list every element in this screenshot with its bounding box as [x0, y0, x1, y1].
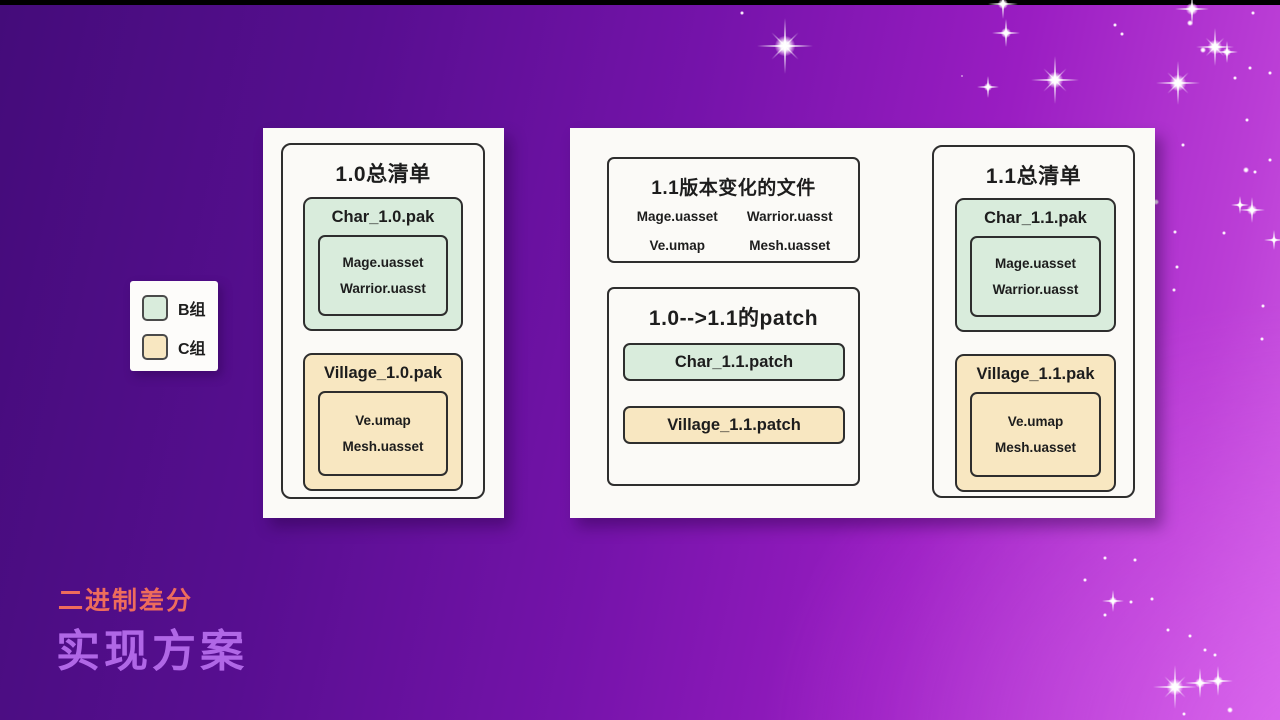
sparkle-star — [1202, 647, 1208, 653]
sparkle-star — [1261, 304, 1265, 308]
slide-title: 实现方案 — [56, 627, 248, 676]
slide-subtitle: 二进制差分 — [58, 587, 194, 615]
sparkle-star — [1239, 197, 1265, 223]
char-1-1-pak-box: Char_1.1.pak Mage.uasset Warrior.uasst — [955, 198, 1116, 332]
sparkle-star — [1188, 634, 1193, 639]
file-name: Mage.uasset — [342, 255, 424, 270]
file-name: Mesh.uasset — [749, 238, 831, 253]
sparkle-star — [1133, 558, 1137, 562]
file-name: Warrior.uasst — [992, 282, 1079, 297]
manifest-1-0-panel: 1.0总清单 Char_1.0.pak Mage.uasset Warrior.… — [263, 128, 504, 518]
file-name: Ve.umap — [355, 413, 411, 428]
sparkle-star — [1181, 143, 1185, 147]
sparkle-star — [977, 76, 999, 98]
sparkle-star — [1202, 665, 1234, 697]
village-1-1-pak-files: Ve.umap Mesh.uasset — [970, 392, 1101, 477]
char-patch-bar: Char_1.1.patch — [623, 343, 845, 381]
sparkle-star — [1268, 158, 1272, 162]
legend-row-group-b: B组 — [142, 295, 218, 321]
file-name: Warrior.uasst — [746, 209, 833, 224]
sparkle-star — [740, 11, 744, 15]
group-c-swatch — [142, 334, 168, 360]
file-name: Mesh.uasset — [342, 439, 424, 454]
letterbox-bar — [0, 0, 1280, 5]
patch-and-manifest-panel: 1.1版本变化的文件 Mage.uasset Warrior.uasst Ve.… — [570, 128, 1155, 518]
manifest-1-1-title: 1.1总清单 — [985, 165, 1082, 188]
sparkle-star — [1165, 627, 1171, 633]
sparkle-star — [960, 74, 964, 78]
sparkle-star — [1031, 56, 1079, 104]
sparkle-star — [1153, 665, 1197, 709]
file-name: Ve.umap — [1007, 414, 1064, 429]
legend-card: B组 C组 — [130, 281, 218, 371]
group-b-label: B组 — [178, 302, 206, 319]
sparkle-star — [1083, 578, 1087, 582]
village-1-0-pak-box: Village_1.0.pak Ve.umap Mesh.uasset — [303, 353, 463, 491]
sparkle-star — [1186, 19, 1194, 27]
village-1-0-pak-title: Village_1.0.pak — [323, 364, 443, 382]
sparkle-star — [1195, 27, 1235, 67]
char-1-0-pak-files: Mage.uasset Warrior.uasst — [318, 235, 448, 316]
sparkle-star — [1226, 706, 1234, 714]
changed-files-box: 1.1版本变化的文件 Mage.uasset Warrior.uasst Ve.… — [607, 157, 860, 263]
sparkle-star — [1245, 118, 1250, 123]
file-name: Mage.uasset — [636, 209, 718, 224]
char-1-0-pak-title: Char_1.0.pak — [331, 208, 435, 226]
file-name: Mesh.uasset — [994, 440, 1077, 455]
sparkle-star — [756, 17, 814, 75]
sparkle-star — [1102, 590, 1124, 612]
file-name: Warrior.uasst — [340, 281, 426, 296]
village-1-0-pak-files: Ve.umap Mesh.uasset — [318, 391, 448, 476]
char-1-1-pak-title: Char_1.1.pak — [984, 209, 1087, 227]
manifest-1-0-title: 1.0总清单 — [335, 163, 431, 186]
sparkle-star — [1231, 196, 1249, 214]
sparkle-star — [1103, 613, 1108, 618]
sparkle-star — [1150, 597, 1154, 601]
sparkle-star — [1222, 231, 1227, 236]
village-1-1-pak-title: Village_1.1.pak — [976, 365, 1095, 383]
sparkle-star — [1233, 76, 1238, 81]
file-name: Ve.umap — [649, 238, 706, 253]
sparkle-star — [1248, 66, 1252, 70]
sparkle-star — [1128, 599, 1134, 605]
sparkle-star — [1260, 337, 1264, 341]
sparkle-star — [1199, 46, 1207, 54]
sparkle-star — [1243, 167, 1250, 174]
sparkle-star — [1103, 556, 1107, 560]
sparkle-star — [1251, 11, 1255, 15]
sparkle-star — [1268, 71, 1272, 75]
patch-box-title: 1.0-->1.1的patch — [648, 307, 819, 330]
sparkle-star — [1253, 170, 1258, 175]
sparkle-star — [1120, 32, 1125, 37]
manifest-1-0-frame: 1.0总清单 Char_1.0.pak Mage.uasset Warrior.… — [281, 143, 485, 499]
sparkle-star — [1156, 61, 1200, 105]
sparkle-star — [1181, 711, 1187, 717]
sparkle-star — [1171, 287, 1177, 293]
sparkle-star — [1213, 653, 1218, 658]
group-c-label: C组 — [178, 341, 206, 358]
char-1-1-pak-files: Mage.uasset Warrior.uasst — [970, 236, 1101, 317]
changed-files-grid: Mage.uasset Warrior.uasst Ve.umap Mesh.u… — [609, 209, 858, 253]
file-name: Mage.uasset — [994, 256, 1077, 271]
legend-row-group-c: C组 — [142, 334, 218, 360]
sparkle-star — [1184, 667, 1216, 699]
sparkle-star — [1173, 230, 1177, 234]
village-patch-bar: Village_1.1.patch — [623, 406, 845, 444]
sparkle-star — [1264, 230, 1280, 250]
group-b-swatch — [142, 295, 168, 321]
sparkle-star — [1112, 22, 1118, 28]
village-1-1-pak-box: Village_1.1.pak Ve.umap Mesh.uasset — [955, 354, 1116, 492]
sparkle-star — [1174, 264, 1180, 270]
patch-box: 1.0-->1.1的patch Char_1.1.patch Village_1… — [607, 287, 860, 486]
manifest-1-1-frame: 1.1总清单 Char_1.1.pak Mage.uasset Warrior.… — [932, 145, 1135, 498]
char-1-0-pak-box: Char_1.0.pak Mage.uasset Warrior.uasst — [303, 197, 463, 331]
sparkle-star — [991, 18, 1021, 48]
sparkle-star — [1216, 41, 1238, 63]
changed-files-title: 1.1版本变化的文件 — [651, 178, 816, 199]
